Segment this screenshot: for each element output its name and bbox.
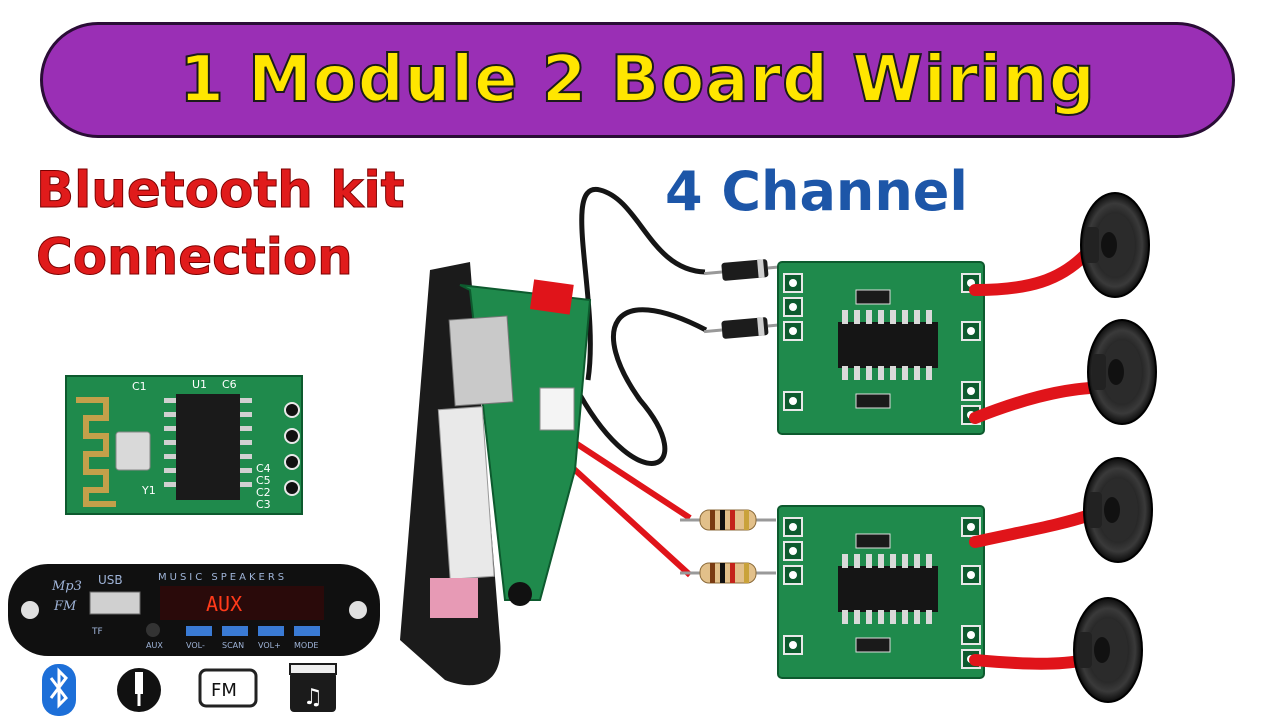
bt-label: U1 (192, 378, 207, 391)
speaker-wire (969, 382, 1096, 424)
bt-label: C4 (256, 462, 271, 475)
button-label: VOL- (186, 641, 205, 650)
aux-label: AUX (146, 641, 163, 650)
fm-icon-label: FM (211, 680, 237, 701)
button-label: MODE (294, 641, 318, 650)
bt-label: Y1 (141, 484, 156, 497)
mp3-brand: Mp3 (51, 579, 82, 594)
resistor (678, 508, 778, 532)
bluetooth-icon (42, 664, 76, 716)
title-banner: 1 Module 2 Board Wiring (40, 22, 1235, 138)
fm-icon: FM (198, 668, 258, 708)
black-wire (577, 307, 708, 466)
mp3-brand-fm: FM (53, 599, 77, 614)
bt-label: C5 (256, 474, 271, 487)
aux-jack-icon (117, 668, 161, 712)
display-text: AUX (206, 592, 242, 616)
speaker-wire (969, 249, 1091, 296)
speaker-wire (969, 654, 1091, 670)
music-clapper-icon: ♫ (289, 663, 337, 712)
page-title: 1 Module 2 Board Wiring (178, 42, 1096, 118)
speaker (1073, 597, 1143, 703)
button-label: VOL+ (258, 641, 281, 650)
black-wire (579, 187, 706, 381)
bt-label: C3 (256, 498, 271, 511)
mp3-module-angled (400, 262, 592, 686)
bluetooth-board: C1 U1 C6 C4 C5 C2 C3 Y1 (65, 375, 303, 515)
speaker (1087, 319, 1157, 425)
subtitle-line-2: Connection (36, 228, 354, 286)
speakers-label: MUSIC SPEAKERS (158, 572, 287, 583)
diode (701, 255, 789, 285)
music-note: ♫ (303, 685, 323, 710)
speaker-wire (969, 509, 1096, 548)
usb-label: USB (98, 573, 123, 587)
subtitle-line-1: Bluetooth kit (36, 161, 406, 219)
speaker (1083, 457, 1153, 563)
speaker (1080, 192, 1150, 298)
mp3-player-panel: Mp3 FM USB MUSIC SPEAKERS AUX TF AUX VOL… (8, 564, 380, 656)
bt-label: C2 (256, 486, 271, 499)
amp-board-bottom (777, 505, 985, 679)
tf-label: TF (91, 627, 103, 637)
bt-label: C6 (222, 378, 237, 391)
diode (701, 313, 789, 343)
resistor (678, 561, 778, 585)
bt-label: C1 (132, 380, 147, 393)
button-label: SCAN (222, 641, 244, 650)
channel-label: 4 Channel (665, 160, 968, 223)
amp-board-top (777, 261, 985, 435)
